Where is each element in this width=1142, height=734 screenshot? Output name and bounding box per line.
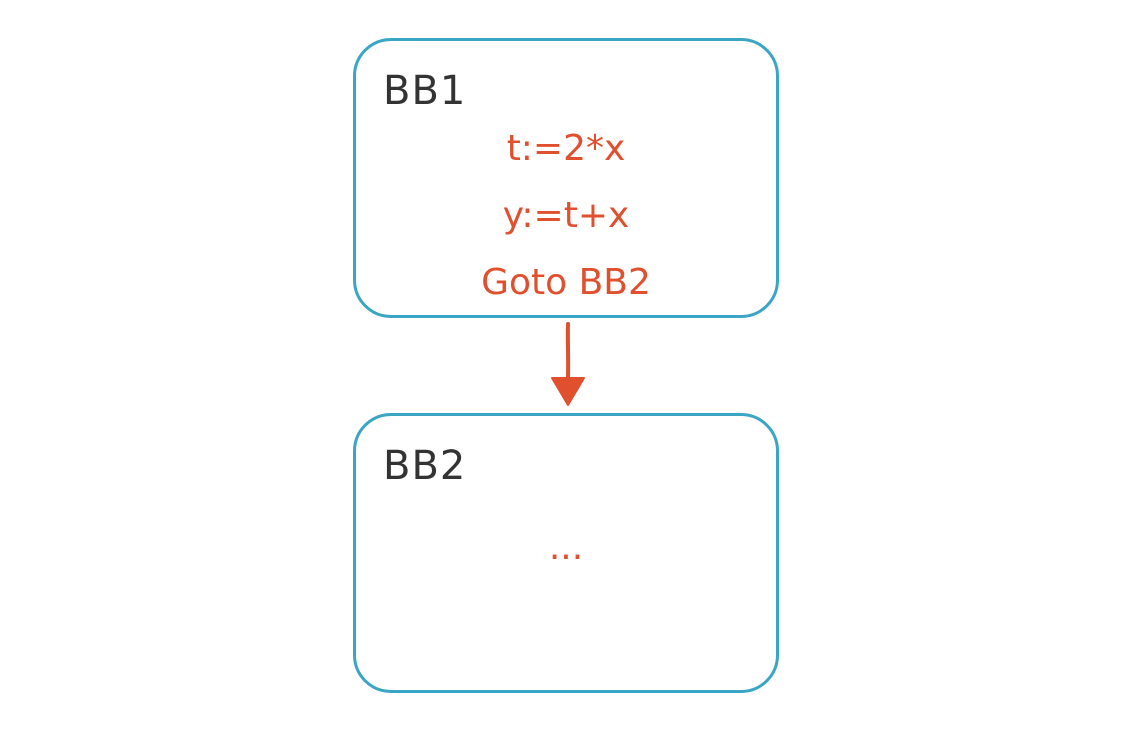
edge-arrow-bb1-bb2 xyxy=(551,322,585,406)
block-label-bb1: BB1 xyxy=(383,68,467,114)
code-line-ellipsis: ... xyxy=(548,527,584,568)
code-line-y-assign: y:=t+x xyxy=(502,195,630,236)
code-line-goto: Goto BB2 xyxy=(481,262,651,303)
code-line-t-assign: t:=2*x xyxy=(506,128,626,169)
block-code-bb1: t:=2*x y:=t+x Goto BB2 xyxy=(356,115,776,316)
edge-arrow-head xyxy=(551,377,585,406)
basic-block-bb1: BB1 t:=2*x y:=t+x Goto BB2 xyxy=(353,38,779,318)
basic-block-bb2: BB2 ... xyxy=(353,413,779,693)
block-label-bb2: BB2 xyxy=(383,443,467,489)
block-code-bb2: ... xyxy=(356,514,776,581)
